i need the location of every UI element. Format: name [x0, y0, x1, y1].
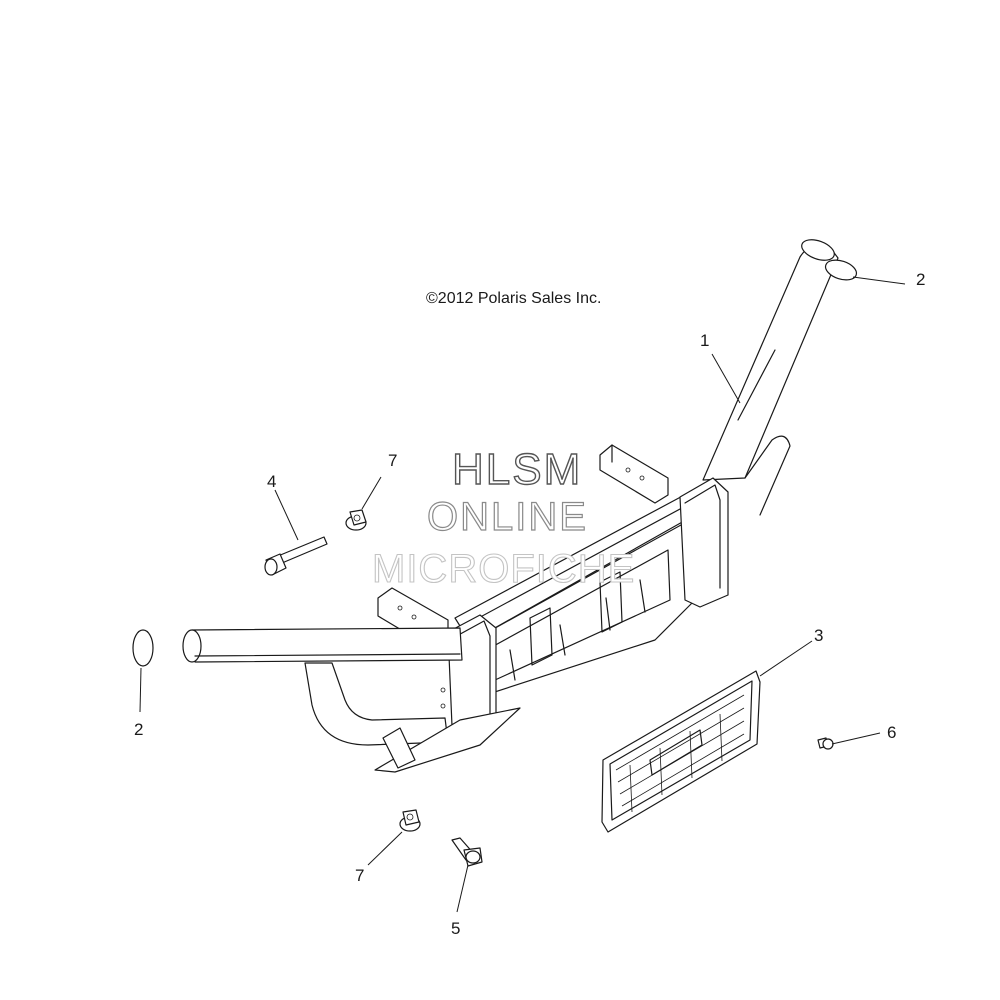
grille-insert [601, 670, 761, 833]
flange-nut-lower [399, 809, 421, 832]
bumper-assembly [182, 239, 839, 773]
bolt-long [264, 536, 328, 576]
end-cap-right [824, 259, 858, 281]
watermark-line3: MICROFICHE [372, 547, 635, 591]
callout-6: 6 [887, 723, 896, 742]
leader-5 [456, 864, 469, 913]
watermark-line1: HLSM [452, 445, 582, 494]
callout-1: 1 [700, 331, 709, 350]
copyright-text: ©2012 Polaris Sales Inc. [426, 290, 601, 307]
leader-1 [711, 353, 741, 404]
watermark: HLSM ONLINE MICROFICHE [371, 444, 635, 591]
callout-4: 4 [267, 472, 276, 491]
leader-7a [361, 476, 382, 510]
leader-6 [831, 732, 881, 745]
callout-7-upper: 7 [388, 451, 397, 470]
leader-7b [367, 831, 403, 866]
leader-2a [852, 276, 906, 285]
end-cap-left [132, 629, 154, 667]
callout-3: 3 [814, 626, 823, 645]
leader-3 [759, 640, 813, 677]
callout-5: 5 [451, 919, 460, 938]
callout-7-lower: 7 [355, 866, 364, 885]
flange-nut-upper [345, 509, 367, 531]
leader-4 [274, 489, 299, 541]
callout-2-upper: 2 [916, 270, 925, 289]
bolt-short [451, 837, 483, 867]
watermark-line2: ONLINE [427, 495, 588, 539]
screw-small [817, 737, 834, 750]
callout-2-lower: 2 [134, 720, 143, 739]
leader-2b [139, 667, 142, 713]
